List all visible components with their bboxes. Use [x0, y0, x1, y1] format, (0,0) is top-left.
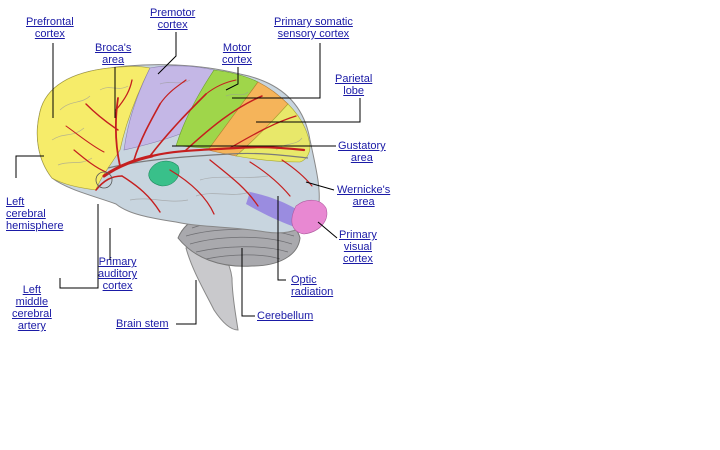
- visual-cortex-region: [291, 199, 328, 235]
- label-wernickes-area[interactable]: Wernicke's area: [337, 184, 391, 208]
- label-parietal-lobe[interactable]: Parietal lobe: [335, 73, 373, 97]
- label-brocas-area[interactable]: Broca's area: [95, 42, 132, 66]
- lateral-sulcus: [107, 152, 309, 169]
- prefrontal-region: [37, 66, 151, 191]
- label-motor-cortex[interactable]: Motor cortex: [222, 42, 252, 66]
- label-premotor-cortex[interactable]: Premotor cortex: [150, 7, 196, 31]
- gyri-lines: [51, 79, 303, 202]
- leader-lines: [15, 32, 361, 325]
- label-left-cerebral-hemisphere[interactable]: Left cerebral hemisphere: [6, 196, 64, 232]
- middle-cerebral-artery-branches: [65, 79, 313, 215]
- label-gustatory-area[interactable]: Gustatory area: [338, 140, 386, 164]
- label-optic-radiation[interactable]: Optic radiation: [291, 274, 334, 298]
- label-left-middle-cerebral-artery[interactable]: Left middle cerebral artery: [12, 284, 52, 332]
- label-brain-stem[interactable]: Brain stem: [116, 318, 169, 330]
- label-primary-auditory-cortex[interactable]: Primary auditory cortex: [98, 256, 138, 292]
- label-primary-visual-cortex[interactable]: Primary visual cortex: [339, 229, 377, 265]
- artery-origin-marker: [95, 171, 113, 189]
- optic-radiation-band: [246, 192, 304, 227]
- label-prefrontal-cortex[interactable]: Prefrontal cortex: [26, 16, 74, 40]
- auditory-cortex-region: [148, 160, 180, 187]
- label-primary-somatic-sensory-cortex[interactable]: Primary somatic sensory cortex: [274, 16, 353, 40]
- label-cerebellum[interactable]: Cerebellum: [257, 310, 314, 322]
